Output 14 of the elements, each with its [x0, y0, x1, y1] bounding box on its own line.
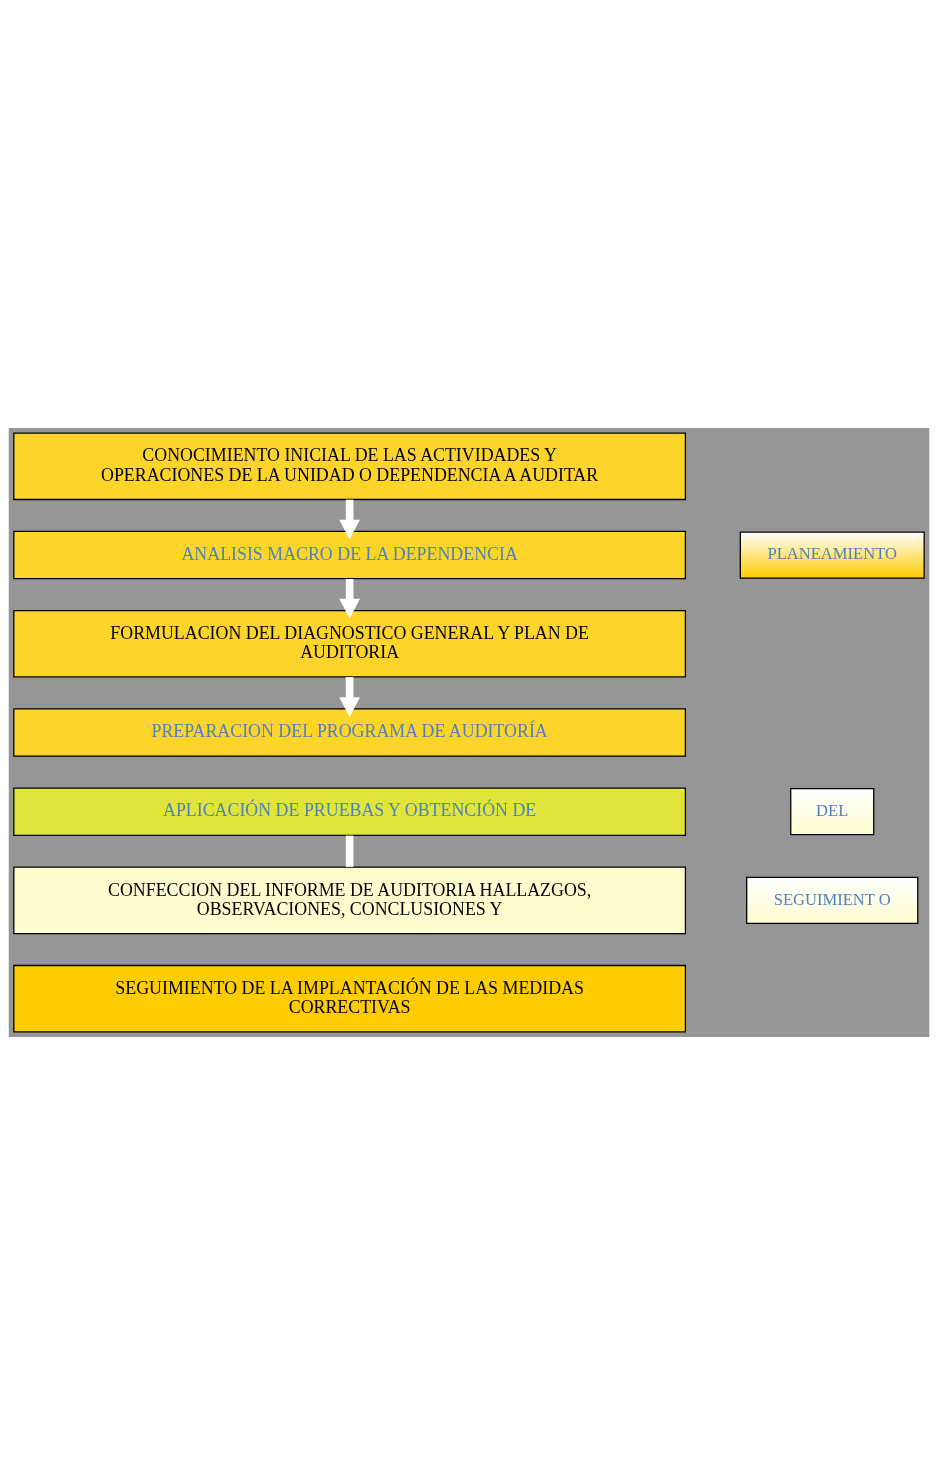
node-box: CONFECCION DEL INFORME DE AUDITORIA HALLAZGOS, OBSERVACIONES, CONCLUSIONES Y [13, 866, 687, 935]
node-box: APLICACIÓN DE PRUEBAS Y OBTENCIÓN DE [13, 787, 687, 836]
node-box: SEGUIMIENTO DE LA IMPLANTACIÓN DE LAS MEDIDAS CORRECTIVAS [13, 964, 687, 1033]
node-box: PREPARACION DEL PROGRAMA DE AUDITORÍA [13, 708, 687, 757]
node-box: FORMULACION DEL DIAGNOSTICO GENERAL Y PLAN DE AUDITORIA [13, 609, 687, 678]
node-box: ANALISIS MACRO DE LA DEPENDENCIA [13, 530, 687, 580]
arrow [339, 677, 360, 717]
arrow [339, 578, 360, 619]
arrow [339, 499, 360, 540]
connector [345, 835, 354, 867]
node-box: PLANEAMIENTO [739, 531, 925, 579]
node-box: DEL [790, 788, 875, 836]
node-box: CONOCIMIENTO INICIAL DE LAS ACTIVIDADES Y OPERACIONES DE LA UNIDAD O DEPENDENCIA A AUDITAR [13, 432, 687, 501]
node-box: SEGUIMIENT O [746, 876, 919, 924]
